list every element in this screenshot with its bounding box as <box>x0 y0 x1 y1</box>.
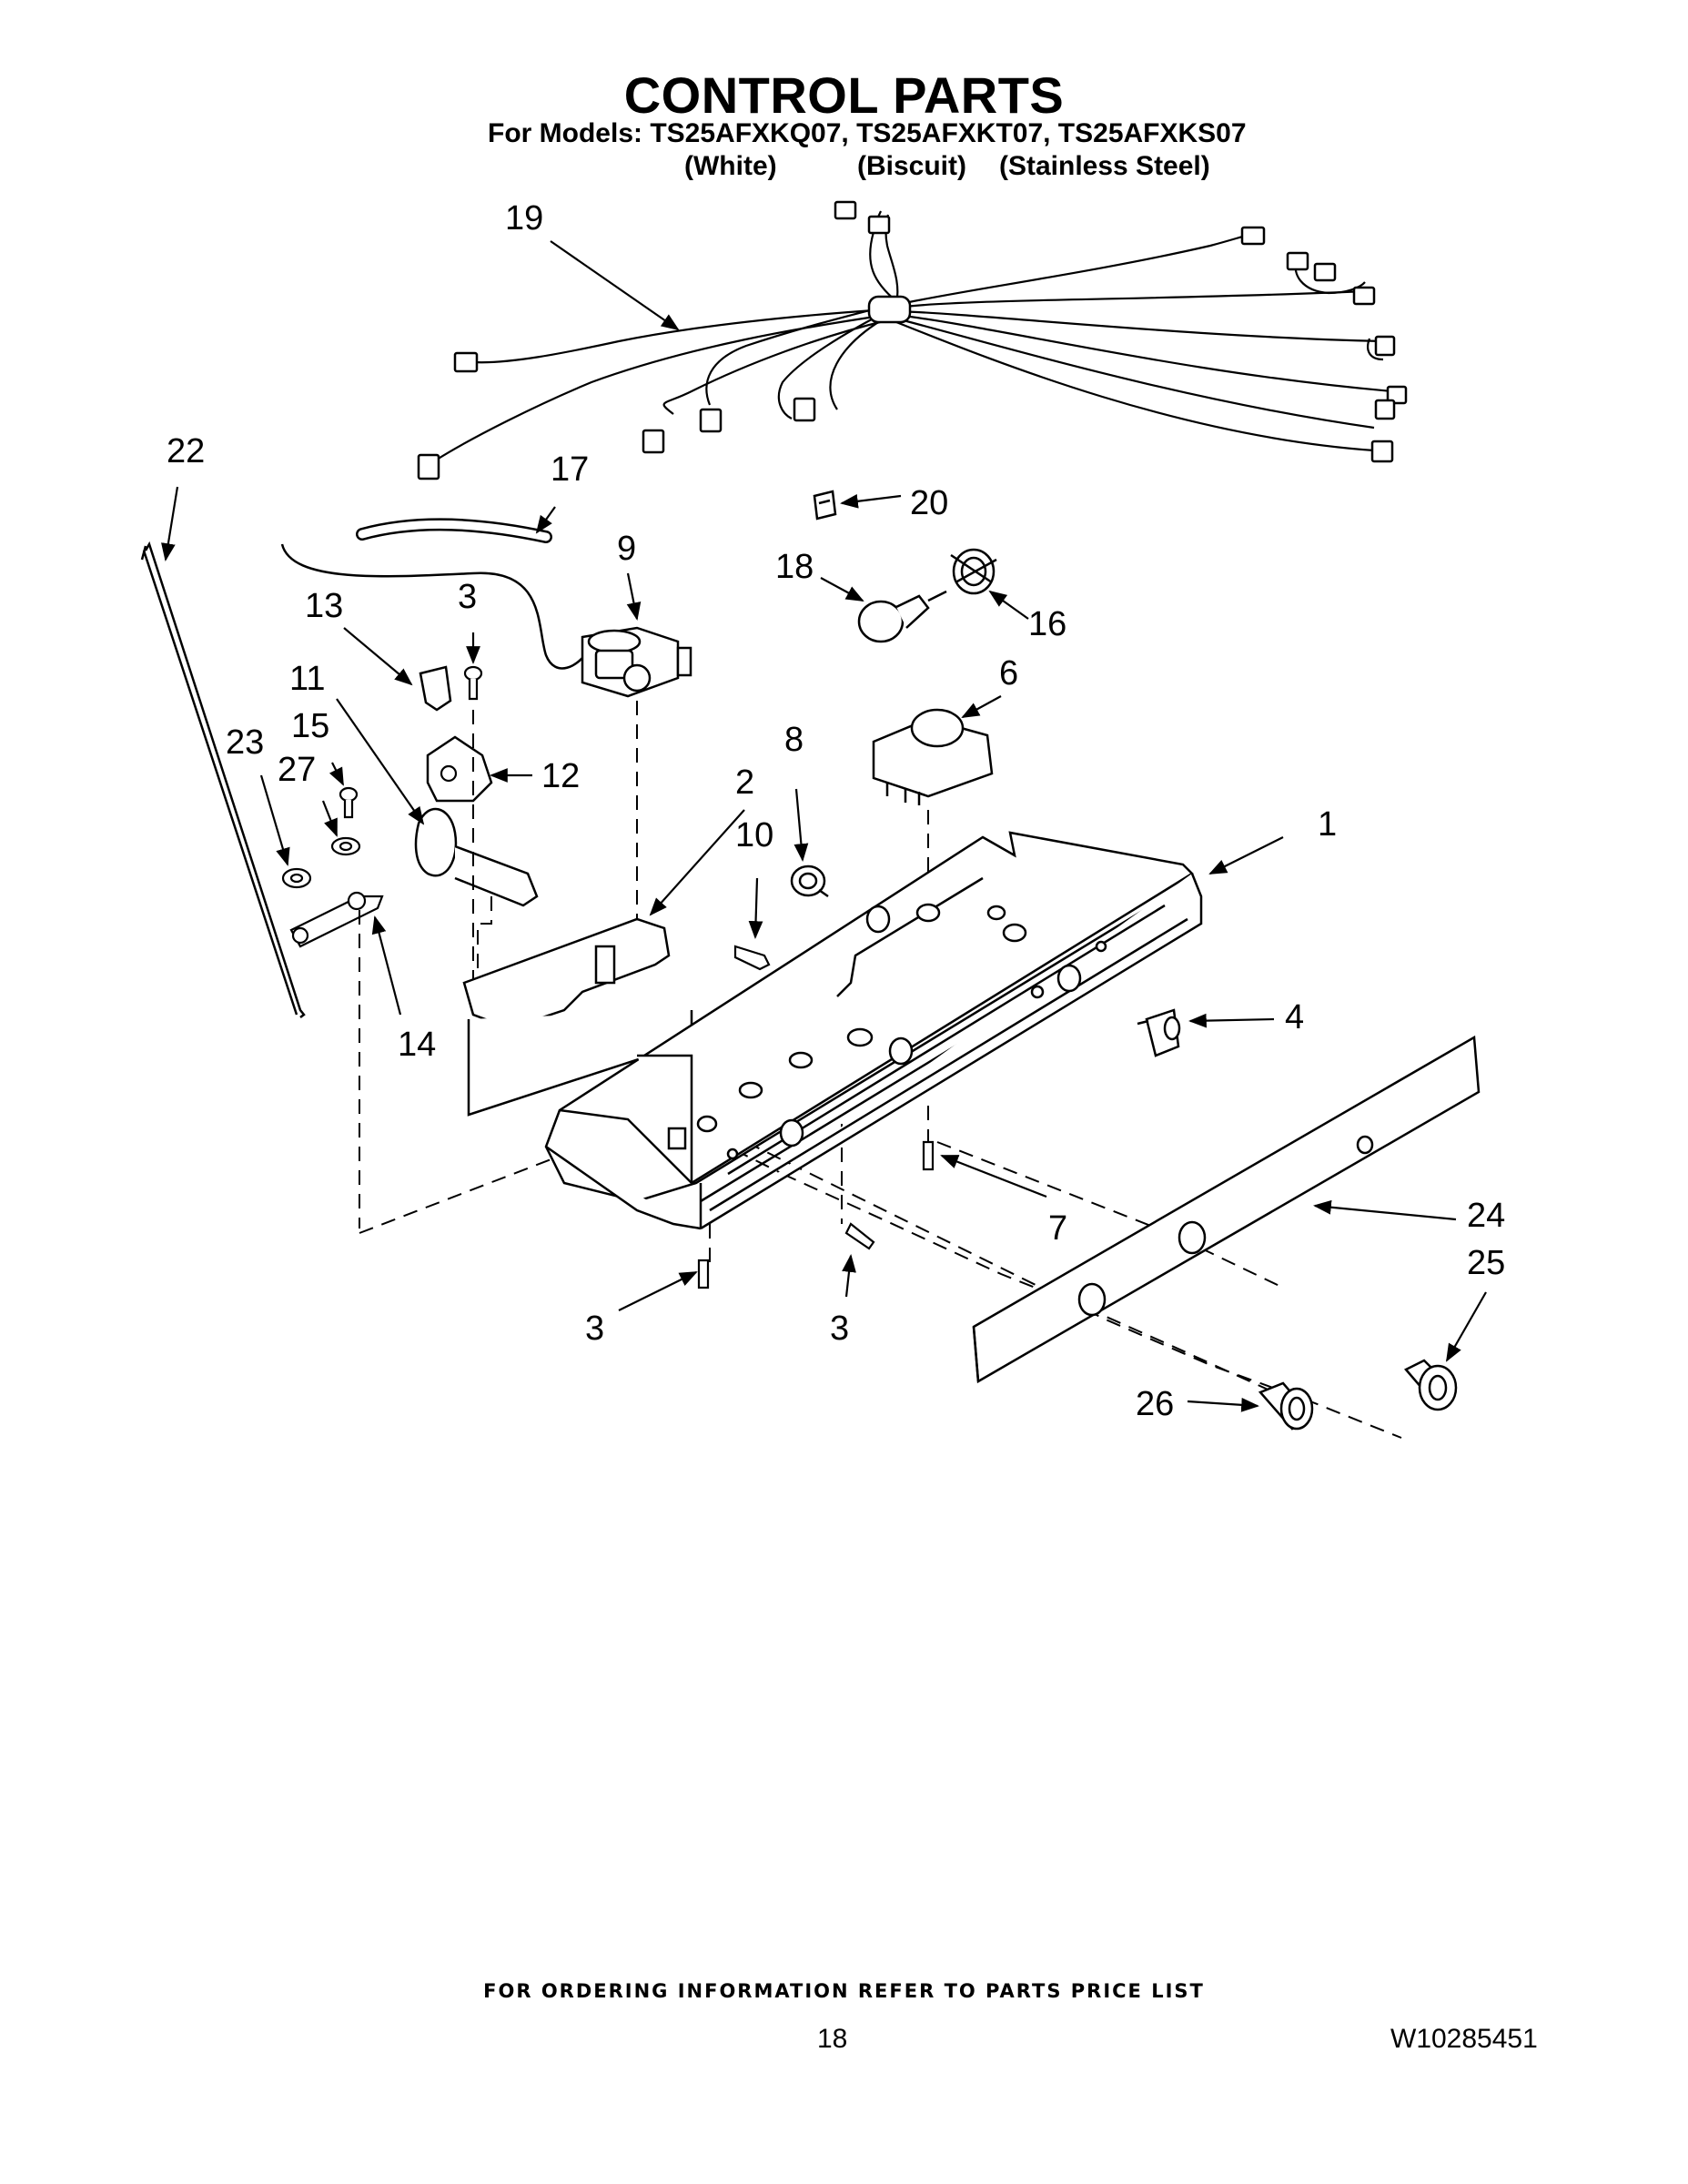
models-line: For Models: TS25AFXKQ07, TS25AFXKT07, TS… <box>488 118 1247 148</box>
callout-14: 14 <box>398 1026 436 1064</box>
defrost-timer <box>872 708 994 805</box>
control-box <box>544 831 1203 1230</box>
callout-1: 1 <box>1318 805 1337 844</box>
callout-9: 9 <box>617 530 636 568</box>
callout-10: 10 <box>735 816 773 854</box>
callout-23: 23 <box>226 723 264 762</box>
ordering-note: FOR ORDERING INFORMATION REFER TO PARTS … <box>483 1980 1205 2002</box>
callout-3-mid: 3 <box>830 1309 849 1348</box>
knob-26 <box>1258 1381 1314 1431</box>
light-bulb <box>857 590 947 643</box>
callout-19: 19 <box>505 199 543 238</box>
callout-24: 24 <box>1467 1197 1505 1235</box>
variant-stainless: (Stainless Steel) <box>999 151 1210 181</box>
switch <box>1137 1008 1181 1057</box>
callout-13: 13 <box>305 587 343 625</box>
callout-7: 7 <box>1048 1209 1067 1248</box>
callout-3-upper: 3 <box>458 578 477 616</box>
callout-22: 22 <box>167 432 205 470</box>
harness-connectors <box>417 200 1408 480</box>
callout-8: 8 <box>784 721 804 759</box>
callout-15: 15 <box>291 707 329 745</box>
callout-11: 11 <box>289 660 325 698</box>
screw-10 <box>733 945 771 971</box>
washers-and-lever <box>281 786 384 948</box>
page-number: 18 <box>817 2024 848 2054</box>
harness-sleeve <box>867 295 912 324</box>
screws-lower <box>697 1140 935 1289</box>
callout-12: 12 <box>541 757 580 795</box>
capillary-wire <box>280 543 593 670</box>
light-socket <box>950 548 997 595</box>
temperature-control <box>581 626 692 698</box>
clip <box>813 490 837 521</box>
callout-26: 26 <box>1136 1385 1174 1423</box>
grommet <box>790 864 829 898</box>
callout-18: 18 <box>775 548 814 586</box>
leader-arrows <box>161 240 1487 1412</box>
callout-6: 6 <box>999 654 1018 693</box>
clip-13 <box>419 665 452 712</box>
screw-upper <box>463 665 483 701</box>
control-panel <box>972 1035 1481 1384</box>
callout-25: 25 <box>1467 1244 1505 1282</box>
callout-16: 16 <box>1028 605 1066 643</box>
control-shaft <box>414 807 539 907</box>
variant-biscuit: (Biscuit) <box>857 151 966 181</box>
callout-2: 2 <box>735 763 754 802</box>
exploded-parts-diagram: 19 22 17 20 9 18 16 13 3 11 6 15 12 23 8… <box>140 199 1505 1439</box>
damper-rod <box>140 541 306 1018</box>
callout-27: 27 <box>278 751 316 789</box>
bezel-25 <box>1404 1359 1458 1411</box>
bracket <box>426 735 493 803</box>
document-number: W10285451 <box>1390 2024 1538 2054</box>
page-title: CONTROL PARTS <box>623 66 1065 124</box>
callout-3-left: 3 <box>585 1309 604 1348</box>
variant-white: (White) <box>684 151 777 181</box>
callout-4: 4 <box>1285 998 1304 1036</box>
callout-17: 17 <box>551 450 589 489</box>
callout-20: 20 <box>910 484 948 522</box>
wire-harness <box>436 210 1393 460</box>
